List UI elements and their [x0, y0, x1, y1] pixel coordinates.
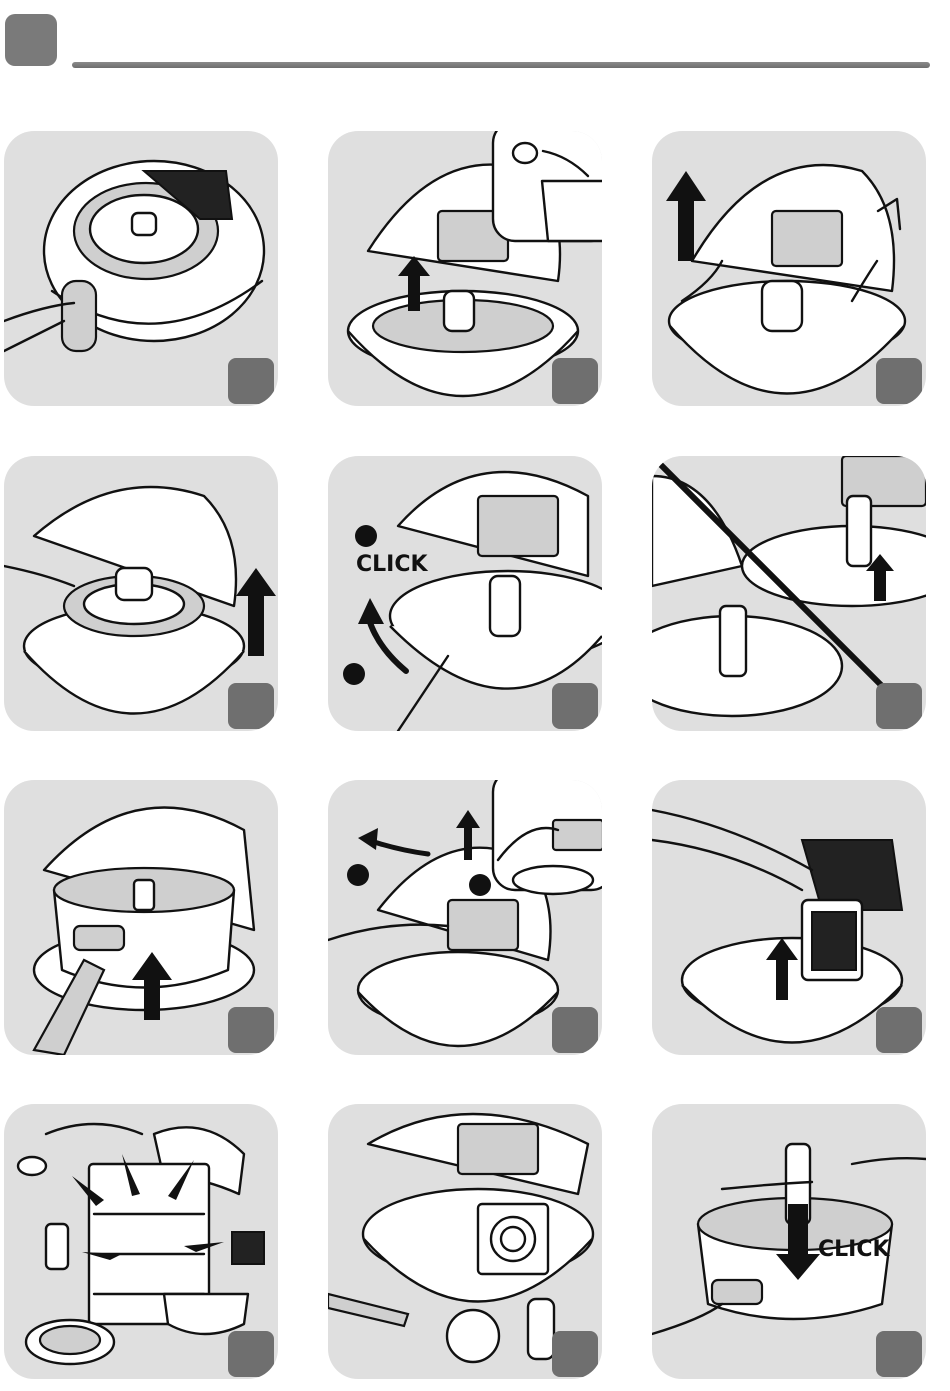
step-panel-7 [4, 780, 278, 1055]
step-number-badge [228, 1007, 274, 1053]
step-panel-3 [652, 131, 926, 406]
click-label: CLICK [818, 1237, 890, 1262]
step-number-badge [876, 683, 922, 729]
step-number-badge [228, 1331, 274, 1377]
step-panel-1 [4, 131, 278, 406]
step-panel-9 [652, 780, 926, 1055]
header-divider [72, 62, 930, 68]
section-tab [5, 14, 57, 66]
step-number-badge [552, 358, 598, 404]
step-dot-a [355, 525, 377, 547]
step-number-badge [228, 683, 274, 729]
step-panel-6 [652, 456, 926, 731]
step-number-badge [876, 1007, 922, 1053]
step-number-badge [552, 1331, 598, 1377]
step-number-badge [552, 1007, 598, 1053]
step-dot-b [343, 663, 365, 685]
click-label: CLICK [356, 552, 428, 577]
step-panel-10 [4, 1104, 278, 1379]
step-number-badge [876, 1331, 922, 1377]
step-panel-4 [4, 456, 278, 731]
step-panel-2 [328, 131, 602, 406]
step-number-badge [876, 358, 922, 404]
step-panel-8 [328, 780, 602, 1055]
step-number-badge [228, 358, 274, 404]
step-panel-5: CLICK [328, 456, 602, 731]
step-number-badge [552, 683, 598, 729]
step-panel-12: CLICK [652, 1104, 926, 1379]
step-panel-11 [328, 1104, 602, 1379]
